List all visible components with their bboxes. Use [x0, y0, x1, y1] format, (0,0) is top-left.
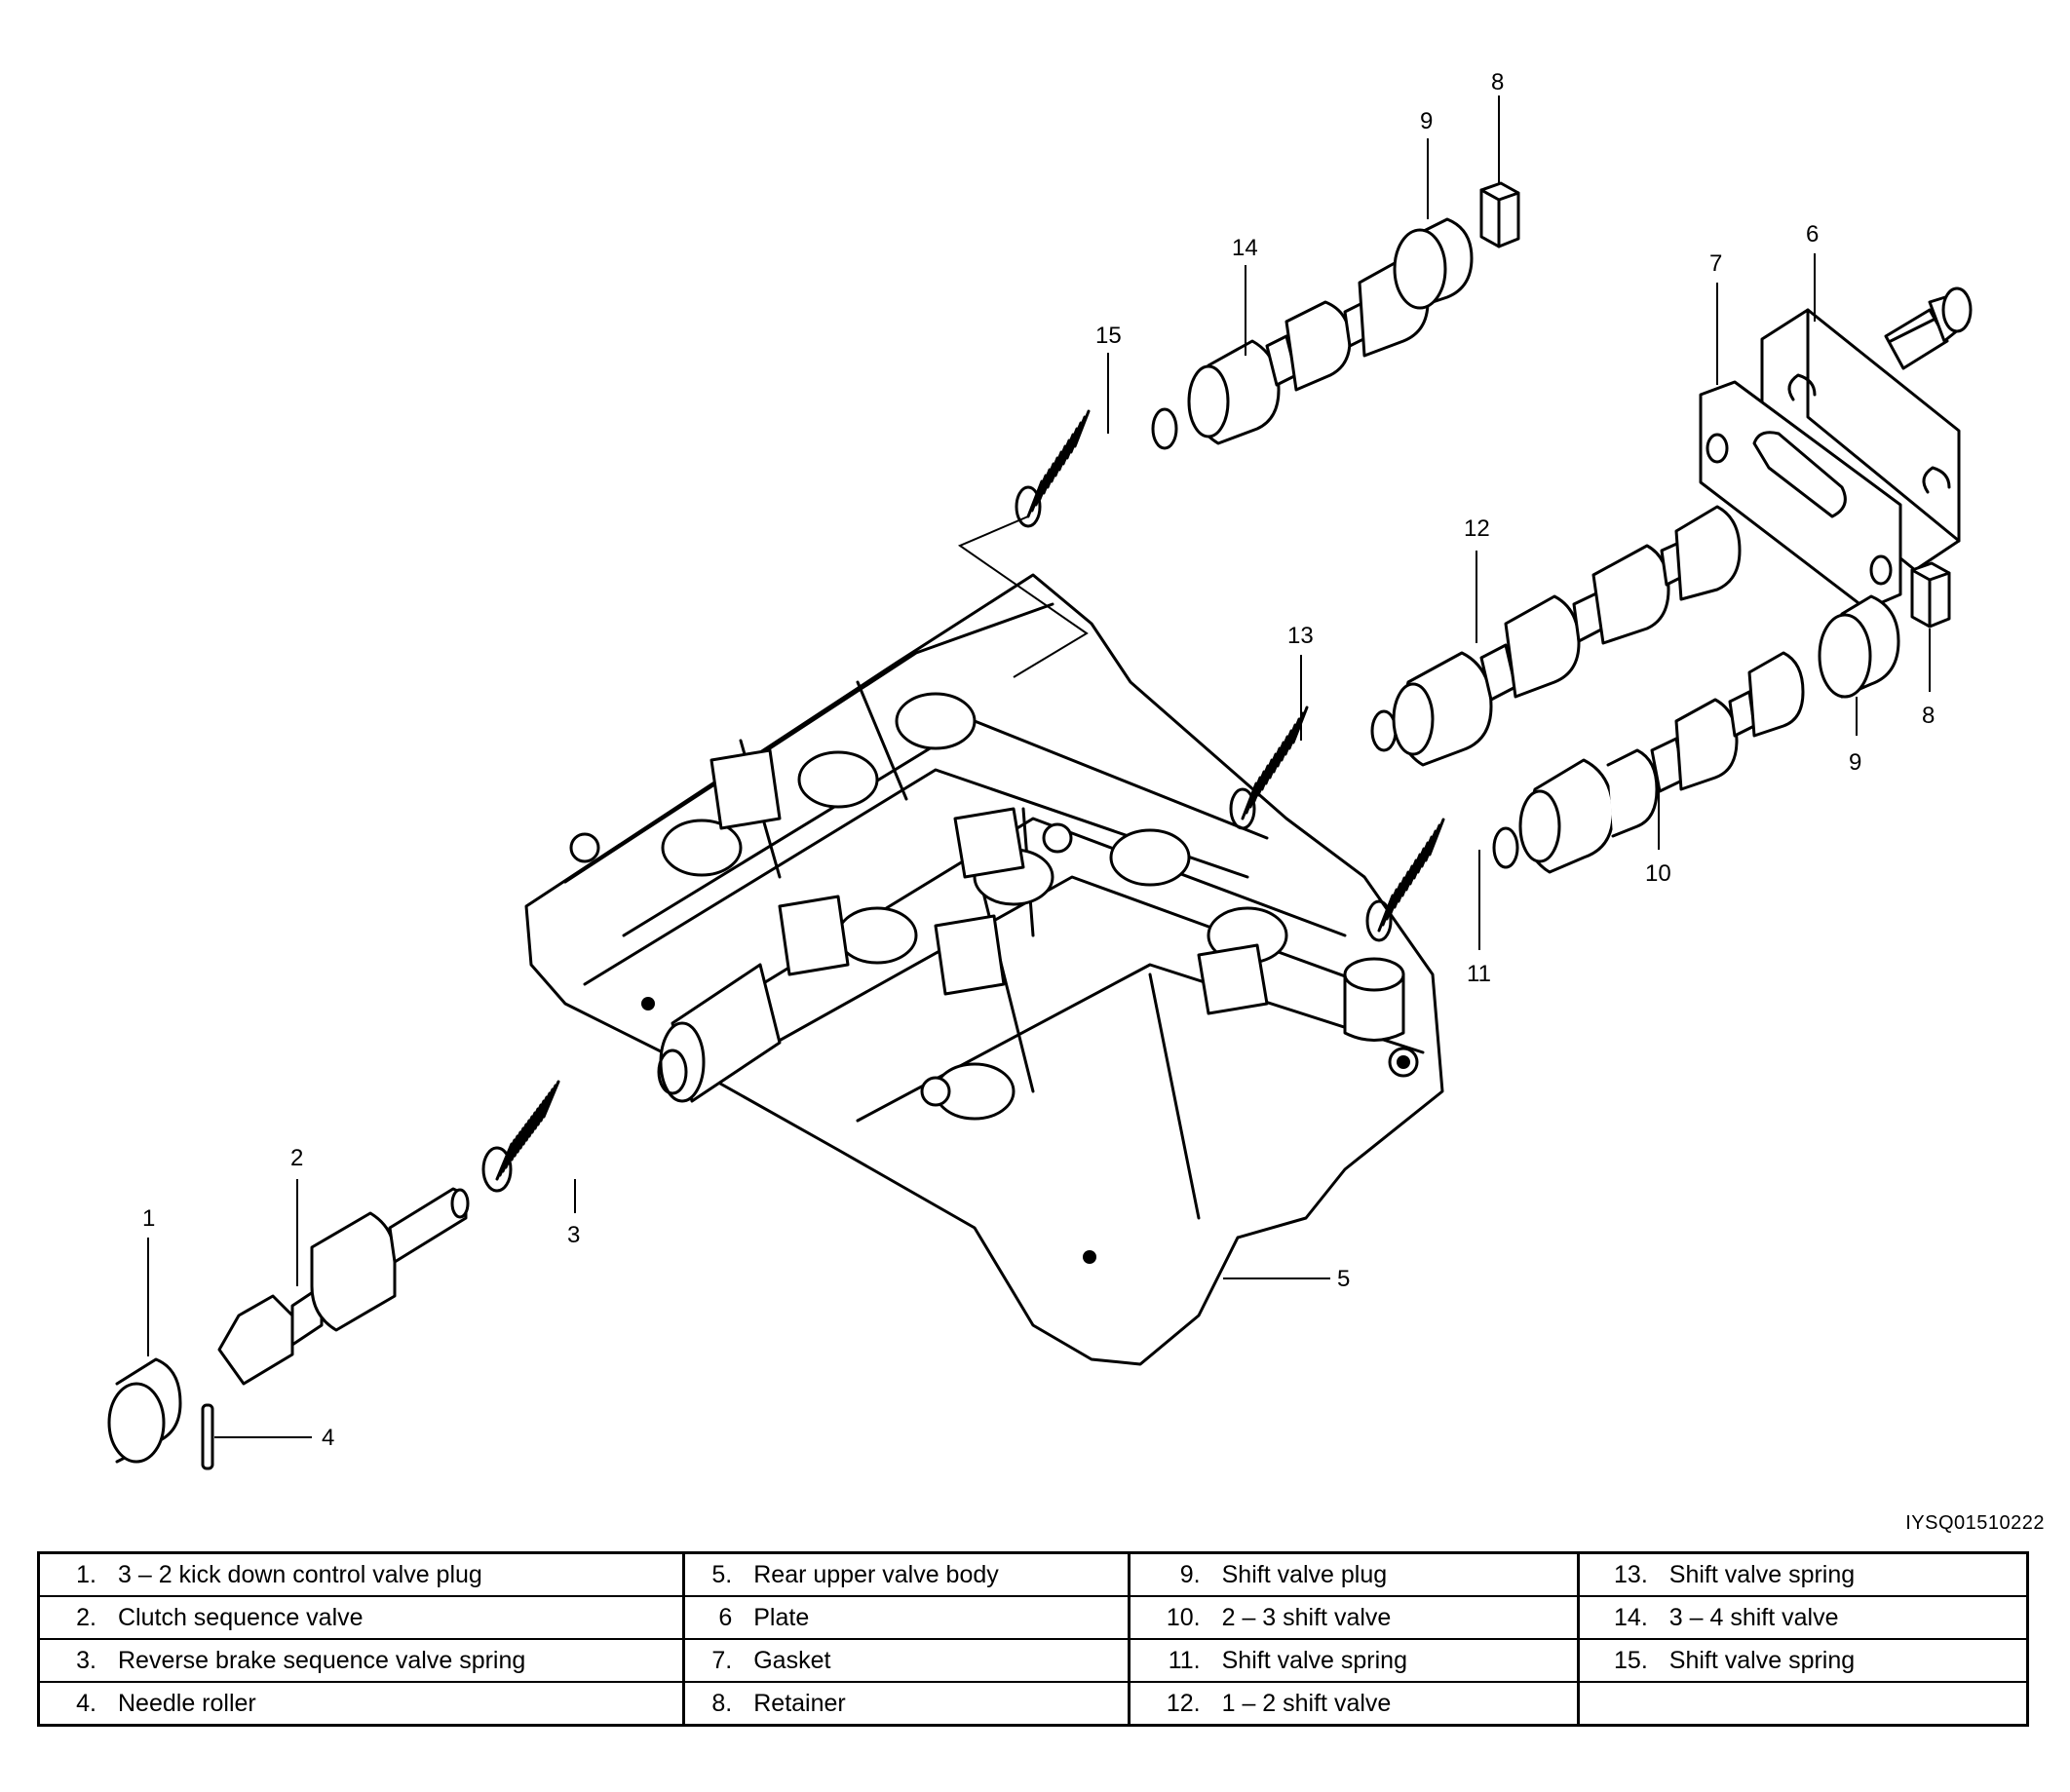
legend-number: 8.: [711, 1689, 733, 1717]
legend-label: Rear upper valve body: [753, 1560, 999, 1588]
legend-label: 3 – 4 shift valve: [1668, 1603, 1839, 1631]
part-8-retainer-upper: [1479, 181, 1520, 248]
legend-number: 12.: [1166, 1689, 1201, 1717]
callouts: 1 2 3 4 5 6 7 8 8 9 9 10 11 12 13 14 15: [142, 69, 1935, 1451]
legend-number: 7.: [711, 1646, 733, 1674]
legend-label: 2 – 3 shift valve: [1221, 1603, 1392, 1631]
legend-label: Retainer: [753, 1689, 846, 1717]
legend-label: Needle roller: [118, 1689, 256, 1717]
legend-cell: 13. Shift valve spring: [1576, 1552, 2030, 1596]
callout-12: 12: [1464, 515, 1490, 542]
callout-6: 6: [1806, 221, 1819, 248]
legend-number: 13.: [1614, 1560, 1648, 1588]
legend-row: 2. Clutch sequence valve 6 Plate 10. 2 – 3 …: [36, 1595, 2030, 1639]
legend-cell: 2. Clutch sequence valve: [36, 1595, 686, 1639]
callout-2: 2: [290, 1145, 303, 1171]
legend-number: 9.: [1179, 1560, 1201, 1588]
legend-cell: 9. Shift valve plug: [1127, 1552, 1580, 1596]
legend-number: 14.: [1614, 1603, 1648, 1631]
legend-cell: 11. Shift valve spring: [1127, 1638, 1580, 1682]
part-12-valve: [1392, 505, 1742, 767]
parts-legend-table: 1. 3 – 2 kick down control valve plug 5. R…: [36, 1551, 2030, 1727]
callout-5: 5: [1337, 1266, 1350, 1292]
legend-label: Reverse brake sequence valve spring: [118, 1646, 526, 1674]
legend-label: Shift valve spring: [1668, 1646, 1856, 1674]
legend-cell: 8. Retainer: [682, 1681, 1131, 1726]
legend-cell: 7. Gasket: [682, 1638, 1131, 1682]
part-15-spring: [1015, 407, 1178, 528]
part-8-retainer-lower: [1910, 561, 1951, 629]
part-9-plug-upper: [1393, 217, 1474, 310]
callout-8-lower: 8: [1922, 703, 1935, 729]
legend-label: Shift valve spring: [1668, 1560, 1856, 1588]
legend-row: 1. 3 – 2 kick down control valve plug 5. R…: [36, 1552, 2030, 1596]
legend-number: 11.: [1168, 1646, 1201, 1674]
legend-number: 3.: [76, 1646, 96, 1674]
legend-cell: 6 Plate: [682, 1595, 1131, 1639]
callout-10: 10: [1645, 860, 1671, 887]
legend-cell: 15. Shift valve spring: [1576, 1638, 2030, 1682]
rear-upper-valve-body: [524, 573, 1444, 1366]
callout-1: 1: [142, 1205, 155, 1232]
callout-3: 3: [567, 1222, 580, 1248]
part-9-plug-lower: [1818, 594, 1900, 699]
callout-14: 14: [1232, 235, 1258, 261]
legend-cell: 1. 3 – 2 kick down control valve plug: [36, 1552, 686, 1596]
legend-number: 2.: [76, 1603, 96, 1631]
legend-label: Clutch sequence valve: [118, 1603, 364, 1631]
callout-8-upper: 8: [1491, 69, 1504, 95]
legend-row: 3. Reverse brake sequence valve spring 7.…: [36, 1638, 2030, 1682]
part-10-valve: [1518, 651, 1805, 874]
part-7-gasket: [1699, 380, 1902, 611]
exploded-view-diagram: 1 2 3 4 5 6 7 8 8 9 9 10 11 12 13 14 15: [107, 69, 1973, 1470]
legend-row: 4. Needle roller 8. Retainer 12. 1 – 2 shif…: [36, 1681, 2030, 1726]
legend-number: 1.: [76, 1560, 96, 1588]
legend-cell: 5. Rear upper valve body: [682, 1552, 1131, 1596]
legend-number: 6: [718, 1603, 733, 1631]
part-13-spring: [1229, 705, 1398, 830]
part-11-spring: [1365, 818, 1519, 942]
legend-cell: 4. Needle roller: [36, 1681, 686, 1726]
legend-label: Plate: [753, 1603, 810, 1631]
callout-11: 11: [1467, 961, 1491, 987]
legend-cell: [1576, 1681, 2030, 1726]
legend-number: 4.: [76, 1689, 96, 1717]
figure-code: IYSQ01510222: [1905, 1512, 2045, 1534]
leader-15-zigzag: [957, 515, 1089, 678]
legend-label: Shift valve spring: [1221, 1646, 1407, 1674]
legend-cell: 3. Reverse brake sequence valve spring: [36, 1638, 686, 1682]
legend-number: 15.: [1614, 1646, 1648, 1674]
legend-number: 10.: [1166, 1603, 1201, 1631]
part-1-plug: [107, 1357, 182, 1464]
part-2-valve: [217, 1187, 470, 1386]
part-14-valve: [1187, 256, 1430, 445]
part-6-plate: [1760, 308, 1961, 572]
part-4-needle-roller: [201, 1403, 214, 1470]
legend-cell: 14. 3 – 4 shift valve: [1576, 1595, 2030, 1639]
legend-label: Shift valve plug: [1221, 1560, 1388, 1588]
callout-9-lower: 9: [1849, 749, 1861, 776]
legend-cell: 12. 1 – 2 shift valve: [1127, 1681, 1580, 1726]
legend-number: 5.: [711, 1560, 733, 1588]
part-3-spring: [481, 1049, 688, 1193]
callout-9-upper: 9: [1420, 108, 1433, 134]
callout-13: 13: [1287, 623, 1314, 649]
legend-label: 3 – 2 kick down control valve plug: [118, 1560, 482, 1588]
bolt: [1884, 286, 1973, 370]
legend-cell: 10. 2 – 3 shift valve: [1127, 1595, 1580, 1639]
legend-label: Gasket: [753, 1646, 831, 1674]
callout-7: 7: [1709, 250, 1722, 277]
legend-label: 1 – 2 shift valve: [1221, 1689, 1392, 1717]
callout-15: 15: [1095, 323, 1122, 349]
callout-4: 4: [322, 1425, 334, 1451]
